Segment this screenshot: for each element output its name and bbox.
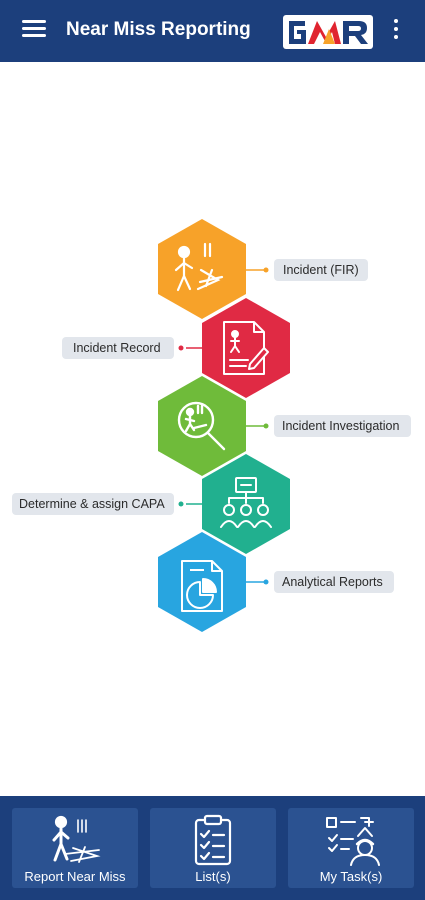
report-near-miss-button[interactable]: Report Near Miss bbox=[12, 808, 138, 888]
process-diagram: Incident (FIR) Incident Record bbox=[12, 219, 411, 632]
lists-button[interactable]: List(s) bbox=[150, 808, 276, 888]
step-incident-investigation-label-box bbox=[274, 415, 411, 437]
step-incident-fir-hexagon-shape bbox=[158, 219, 246, 319]
step-incident-record-label-box bbox=[62, 337, 174, 359]
step-incident-record-hexagon bbox=[202, 298, 290, 398]
step-incident-fir-label: Incident (FIR) bbox=[283, 263, 359, 277]
step-determine-assign-capa[interactable]: Determine & assign CAPA bbox=[12, 454, 290, 554]
step-incident-fir[interactable]: Incident (FIR) bbox=[158, 219, 368, 319]
report-near-miss-label: Report Near Miss bbox=[24, 869, 126, 884]
main-content: Incident (FIR) Incident Record bbox=[0, 62, 425, 796]
step-incident-investigation[interactable]: Incident Investigation bbox=[158, 376, 411, 476]
app-bar: Near Miss Reporting bbox=[0, 0, 425, 62]
hamburger-menu-icon[interactable] bbox=[22, 20, 46, 42]
step-analytical-reports[interactable]: Analytical Reports bbox=[158, 532, 394, 632]
gmr-logo bbox=[283, 15, 373, 49]
team-assign-icon bbox=[220, 477, 272, 528]
worker-tripping-icon bbox=[174, 242, 224, 292]
my-tasks-label: My Task(s) bbox=[319, 869, 383, 884]
report-chart-icon bbox=[181, 560, 223, 612]
step-analytical-reports-label-box bbox=[274, 571, 394, 593]
step-incident-investigation-label: Incident Investigation bbox=[282, 419, 399, 433]
more-vert-icon[interactable] bbox=[388, 19, 404, 45]
my-tasks-icon bbox=[288, 814, 414, 866]
my-tasks-button[interactable]: My Task(s) bbox=[288, 808, 414, 888]
report-near-miss-icon bbox=[12, 814, 138, 866]
step-incident-record-label: Incident Record bbox=[73, 341, 161, 355]
page-title: Near Miss Reporting bbox=[66, 19, 251, 40]
step-incident-record[interactable]: Incident Record bbox=[62, 298, 290, 398]
checklist-icon bbox=[150, 814, 276, 866]
bottom-nav: Report Near Miss List(s) bbox=[0, 796, 425, 900]
lists-label: List(s) bbox=[195, 869, 231, 884]
step-determine-assign-capa-label-box bbox=[12, 493, 174, 515]
magnifier-investigation-icon bbox=[177, 401, 226, 451]
step-incident-fir-label-box bbox=[274, 259, 368, 281]
step-determine-assign-capa-label: Determine & assign CAPA bbox=[19, 497, 165, 511]
step-analytical-reports-label: Analytical Reports bbox=[282, 575, 383, 589]
record-document-icon bbox=[223, 321, 269, 375]
